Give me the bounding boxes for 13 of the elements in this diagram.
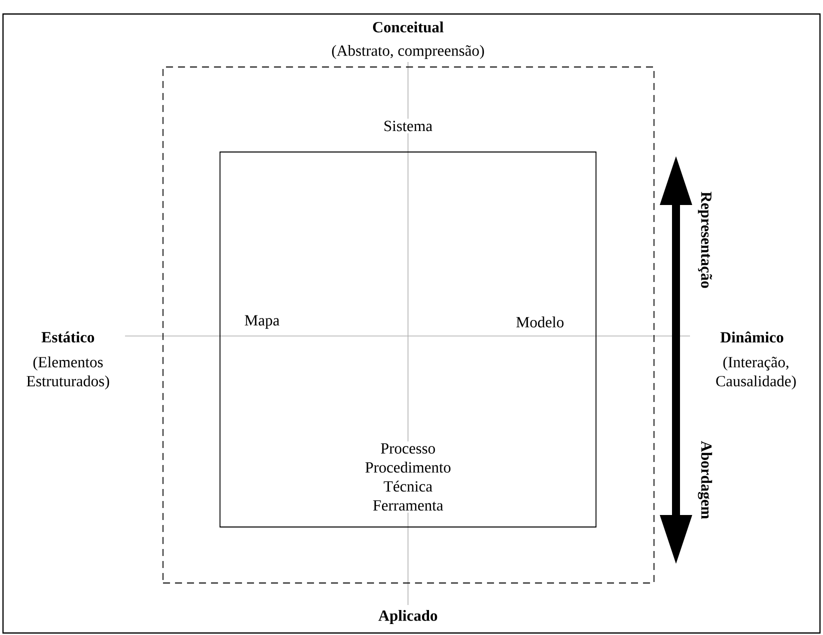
axis-label: Dinâmico [718, 329, 786, 345]
axis-label: Conceitual [370, 20, 446, 34]
arrow-label: Representação [696, 190, 714, 290]
axis-description: (Interação, Causalidade) [704, 354, 808, 392]
axis-label: Aplicado [376, 608, 440, 626]
box-label: Mapa [242, 313, 282, 331]
box-label: Modelo [514, 314, 566, 330]
box-label: Sistema [381, 118, 435, 134]
box-label: Processo Procedimento Técnica Ferramenta [356, 441, 460, 513]
axis-description: (Elementos Estruturados) [16, 354, 120, 392]
arrow-label: Abordagem [696, 438, 714, 522]
axis-label: Estático [39, 330, 97, 344]
axis-description: (Abstrato, compreensão) [329, 42, 487, 62]
